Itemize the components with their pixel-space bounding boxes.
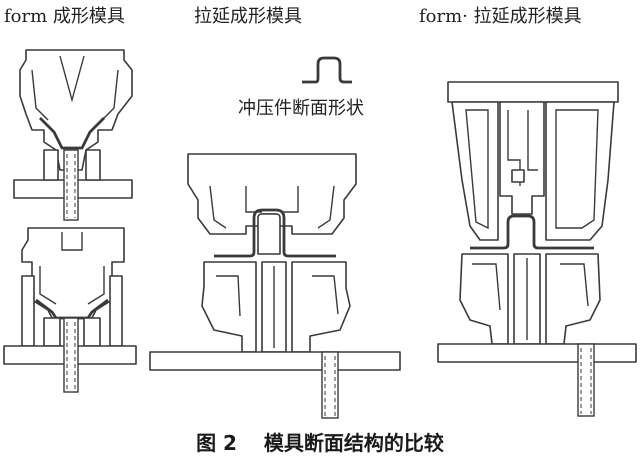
figure-caption: 图 2 模具断面结构的比较 xyxy=(196,431,444,455)
form-draw-die-label: form· 拉延成形模具 xyxy=(419,6,582,27)
form-upper-ejector-pin xyxy=(63,149,79,221)
draw-die-assembly xyxy=(149,153,401,419)
draw-punch xyxy=(257,213,281,255)
form-die-upper-assembly xyxy=(13,49,133,221)
form-lower-punch xyxy=(21,227,125,319)
form-draw-upper-die xyxy=(451,101,499,241)
draw-ejector-pin xyxy=(321,351,339,419)
form-upper-punch xyxy=(19,49,133,171)
form-die-label: form 成形模具 xyxy=(4,6,125,27)
form-draw-workpiece xyxy=(470,214,594,250)
draw-base-plate xyxy=(149,351,401,371)
part-section-label: 冲压件断面形状 xyxy=(238,98,364,119)
form-die-lower-assembly xyxy=(3,227,137,393)
form-draw-lower-die-left xyxy=(459,253,509,345)
form-draw-center-slider xyxy=(499,101,545,215)
form-draw-die-assembly xyxy=(437,81,637,417)
draw-die-label: 拉延成形模具 xyxy=(194,6,302,27)
draw-lower-die-left xyxy=(201,261,257,353)
form-upper-workpiece xyxy=(39,117,105,150)
form-draw-ejector-pin xyxy=(577,343,595,417)
form-lower-ejector-pin xyxy=(63,317,79,393)
form-draw-lower-die-right xyxy=(545,253,601,345)
form-draw-top-plate xyxy=(447,81,619,103)
part-section-shape xyxy=(302,56,352,84)
form-draw-base-plate xyxy=(437,343,637,363)
draw-workpiece xyxy=(214,208,336,258)
